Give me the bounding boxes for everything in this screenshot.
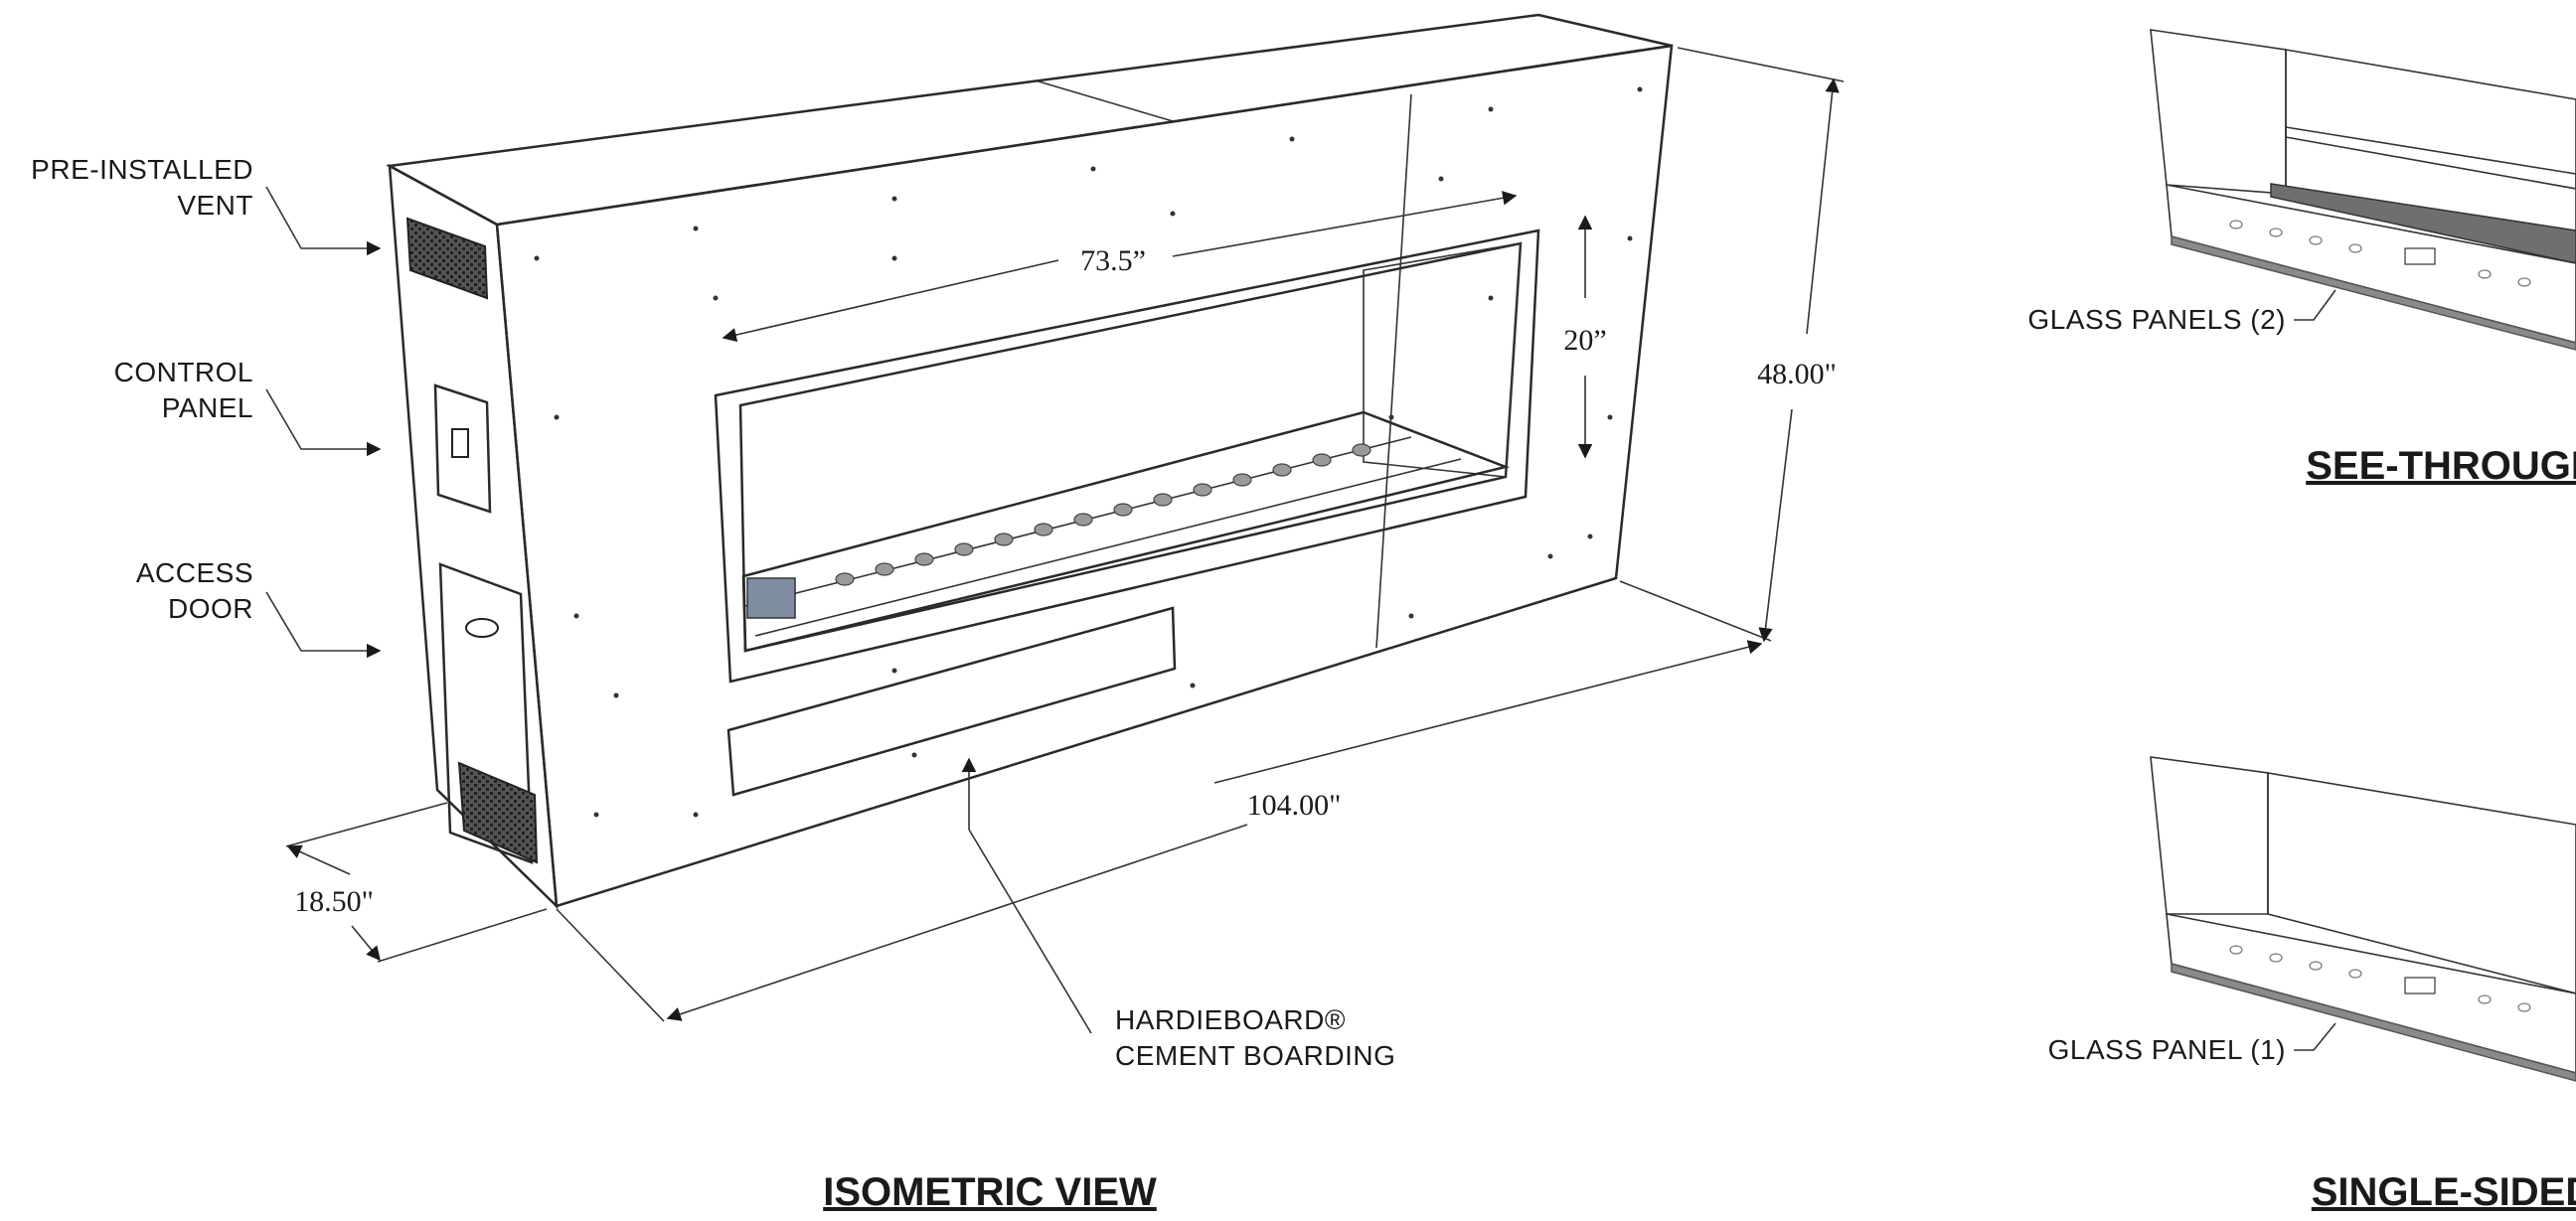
label-board-line1: HARDIEBOARD® — [1115, 1004, 1346, 1035]
single-sided-side-wall — [2150, 756, 2269, 915]
label-vent-line2: VENT — [177, 190, 253, 221]
label-access-line1: ACCESS — [136, 557, 253, 588]
front-face — [495, 44, 1674, 908]
dimension-overall-height: 48.00" — [1619, 47, 1845, 643]
see-through-detail: GLASS PANELS (2) SEE-THROUGH — [2027, 29, 2576, 488]
callout-vent: PRE-INSTALLED VENT — [31, 154, 382, 256]
see-through-base-edge — [2171, 235, 2576, 351]
control-panel-box — [433, 383, 492, 514]
see-through-rail — [2270, 183, 2576, 264]
dim-opening-height: 20” — [1563, 324, 1606, 357]
vent-grille-bottom — [457, 761, 539, 864]
title-see-through: SEE-THROUGH — [2306, 444, 2576, 488]
single-sided-ignition — [2404, 977, 2436, 994]
rivets — [534, 86, 1643, 818]
callout-access: ACCESS DOOR — [136, 557, 382, 659]
title-isometric-view: ISOMETRIC VIEW — [823, 1170, 1157, 1214]
single-sided-detail: GLASS PANEL (1) SINGLE-SIDED — [2048, 756, 2576, 1214]
title-single-sided: SINGLE-SIDED — [2312, 1170, 2576, 1214]
dim-overall-width: 104.00" — [1247, 789, 1342, 822]
ignition-box — [746, 577, 796, 619]
dimension-opening-width: 73.5” — [722, 191, 1518, 343]
callout-board: HARDIEBOARD® CEMENT BOARDING — [961, 757, 1395, 1071]
firebox-right-wall — [1363, 242, 1522, 478]
dimension-overall-depth: 18.50" — [285, 802, 548, 963]
callout-control: CONTROL PANEL — [114, 357, 382, 457]
vent-grille-top — [405, 217, 489, 300]
access-door-handle — [465, 618, 499, 638]
label-vent-line1: PRE-INSTALLED — [31, 154, 253, 185]
burner-ports — [835, 443, 1371, 586]
label-glass-panel-one: GLASS PANEL (1) — [2048, 1034, 2286, 1065]
dim-overall-depth: 18.50" — [294, 885, 374, 918]
see-through-upper-band — [2285, 126, 2576, 190]
label-control-line2: PANEL — [162, 392, 253, 423]
dim-opening-width: 73.5” — [1080, 244, 1146, 277]
single-sided-back-wall — [2267, 772, 2576, 994]
access-door-panel — [438, 562, 534, 864]
burner-tray — [741, 410, 1511, 653]
control-panel-switch — [451, 428, 469, 458]
isometric-unit — [386, 13, 1674, 910]
see-through-ignition — [2404, 247, 2436, 265]
dimension-overall-width: 104.00" — [556, 640, 1763, 1022]
label-access-line2: DOOR — [168, 593, 253, 624]
see-through-burner-tray — [2166, 184, 2576, 344]
firebox-frame — [714, 229, 1540, 684]
lower-access-slot — [726, 606, 1177, 797]
see-through-back-open — [2285, 49, 2576, 254]
label-glass-panels-two: GLASS PANELS (2) — [2027, 304, 2286, 335]
single-sided-burner-tray — [2166, 913, 2576, 1074]
see-through-side-wall — [2150, 29, 2287, 195]
single-sided-base-edge — [2171, 963, 2576, 1082]
label-board-line2: CEMENT BOARDING — [1115, 1040, 1395, 1071]
dimension-opening-height: 20” — [1563, 215, 1607, 459]
dim-overall-height: 48.00" — [1757, 358, 1837, 390]
top-face — [386, 13, 1673, 227]
label-control-line1: CONTROL — [114, 357, 253, 387]
